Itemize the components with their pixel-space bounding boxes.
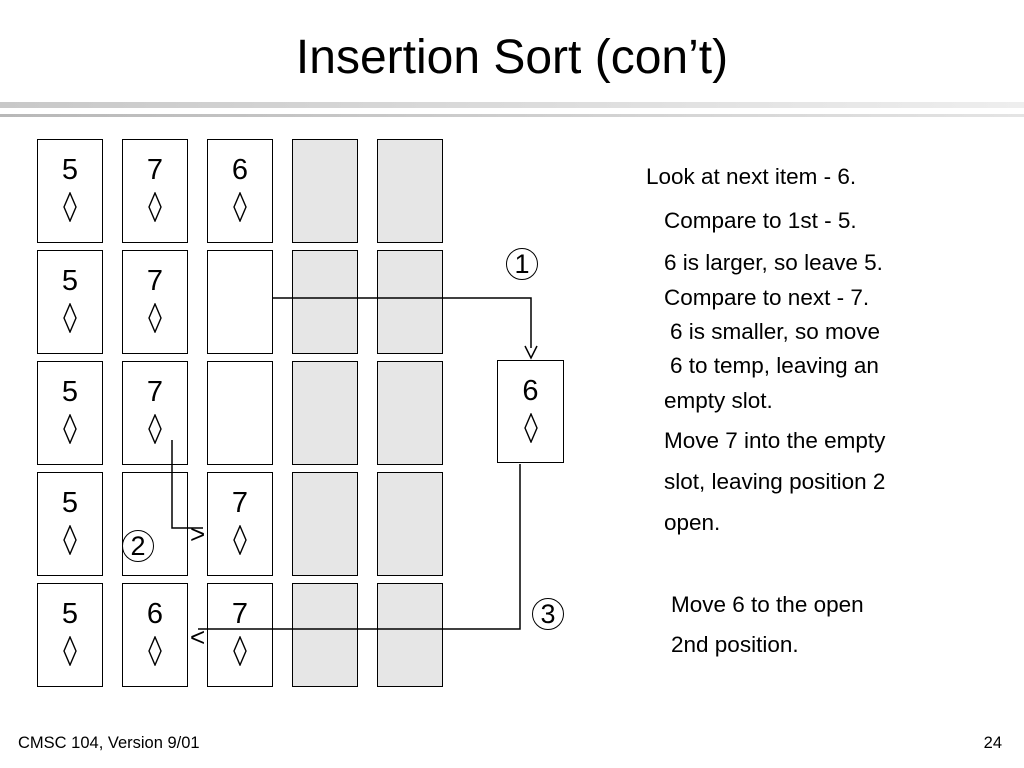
playing-card: 5	[37, 250, 103, 354]
diamond-icon	[148, 303, 162, 333]
explanation-line: Look at next item - 6.	[646, 164, 857, 189]
playing-card: 7	[207, 472, 273, 576]
unsorted-slot	[292, 361, 358, 465]
card-value: 7	[146, 265, 164, 297]
playing-card: 5	[37, 472, 103, 576]
diamond-icon	[148, 636, 162, 666]
explanation-line: Move 6 to the open	[671, 592, 864, 617]
card-value: 5	[61, 265, 79, 297]
diamond-icon	[148, 414, 162, 444]
playing-card: 5	[37, 583, 103, 687]
unsorted-slot	[377, 250, 443, 354]
unsorted-slot	[377, 361, 443, 465]
card-value: 7	[231, 487, 249, 519]
explanation-line: open.	[664, 510, 721, 535]
diamond-icon	[233, 525, 247, 555]
step-marker-1: 1	[506, 248, 538, 280]
explanation-line: Compare to 1st - 5.	[664, 208, 857, 233]
explanation-line: 6 is larger, so leave 5.	[664, 250, 883, 275]
diamond-icon	[63, 414, 77, 444]
diamond-icon	[523, 413, 538, 443]
playing-card: 7	[122, 139, 188, 243]
arrow-head-1	[524, 345, 538, 360]
diamond-icon	[63, 525, 77, 555]
unsorted-slot	[377, 472, 443, 576]
arrow-head-2: >	[190, 519, 206, 549]
empty-slot	[207, 250, 273, 354]
footer-page-number: 24	[983, 734, 1002, 752]
playing-card: 5	[37, 361, 103, 465]
arrow-path-3	[198, 464, 521, 630]
footer-course: CMSC 104, Version 9/01	[18, 734, 200, 752]
explanation-line: 2nd position.	[671, 632, 799, 657]
card-value: 5	[61, 487, 79, 519]
explanation-line: slot, leaving position 2	[664, 469, 886, 494]
card-value: 5	[61, 376, 79, 408]
step-marker-3: 3	[532, 598, 564, 630]
card-value: 6	[146, 598, 164, 630]
unsorted-slot	[377, 583, 443, 687]
diamond-icon	[63, 192, 77, 222]
unsorted-slot	[377, 139, 443, 243]
diamond-icon	[233, 636, 247, 666]
diamond-icon	[233, 192, 247, 222]
card-value: 6	[231, 154, 249, 186]
explanation-line: Compare to next - 7.	[664, 285, 870, 310]
slide-title: Insertion Sort (con’t)	[295, 31, 729, 84]
explanation-line: 6 to temp, leaving an	[670, 353, 879, 378]
diamond-icon	[63, 636, 77, 666]
diamond-icon	[63, 303, 77, 333]
arrow-path-2	[171, 440, 203, 529]
unsorted-slot	[292, 139, 358, 243]
card-value: 7	[231, 598, 249, 630]
unsorted-slot	[292, 472, 358, 576]
explanation-line: 6 is smaller, so move	[670, 319, 881, 344]
unsorted-slot	[292, 583, 358, 687]
card-value: 5	[61, 154, 79, 186]
title-rule-thick	[0, 102, 1024, 108]
arrow-path-1	[273, 297, 532, 348]
step-marker-2: 2	[122, 530, 154, 562]
explanation-line: Move 7 into the empty	[664, 428, 886, 453]
title-rule-thin	[0, 114, 1024, 117]
diamond-icon	[148, 192, 162, 222]
playing-card: 7	[122, 250, 188, 354]
temp-card-value: 6	[522, 375, 539, 407]
empty-slot	[207, 361, 273, 465]
card-value: 5	[61, 598, 79, 630]
arrow-head-3: <	[190, 622, 206, 652]
playing-card: 7	[207, 583, 273, 687]
card-value: 7	[146, 376, 164, 408]
playing-card: 7	[122, 361, 188, 465]
explanation-line: empty slot.	[664, 388, 773, 413]
unsorted-slot	[292, 250, 358, 354]
playing-card: 6	[207, 139, 273, 243]
playing-card: 5	[37, 139, 103, 243]
temp-card: 6	[497, 360, 564, 463]
playing-card: 6	[122, 583, 188, 687]
card-value: 7	[146, 154, 164, 186]
